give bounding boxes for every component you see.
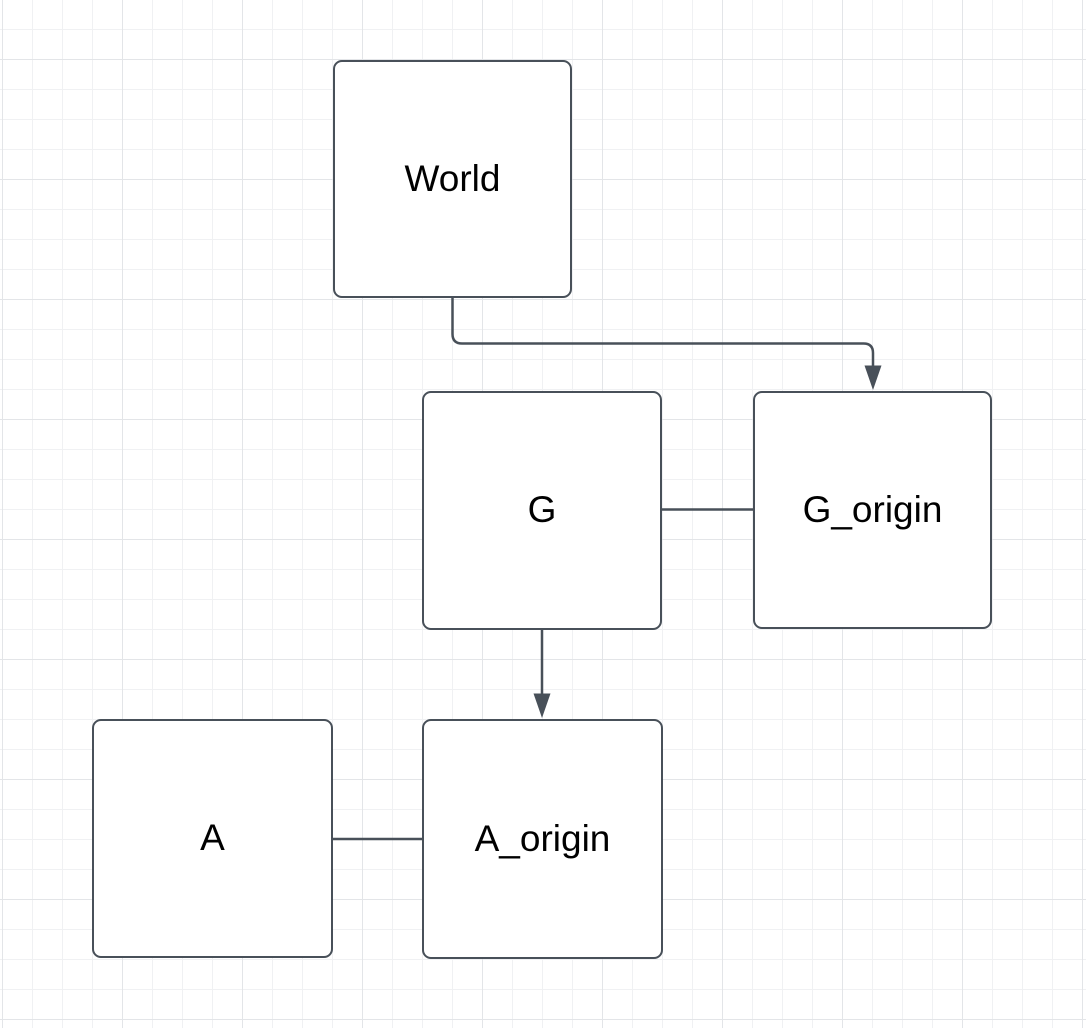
arrowhead-down-icon [864, 365, 882, 390]
node-g-origin[interactable]: G_origin [753, 391, 992, 629]
node-g[interactable]: G [422, 391, 662, 630]
node-g-origin-label: G_origin [802, 488, 943, 530]
node-g-label: G [527, 489, 557, 531]
edge-g-to-a-origin[interactable] [533, 629, 551, 718]
node-world-label: World [404, 157, 501, 199]
edge-world-to-g-origin[interactable] [451, 297, 882, 390]
node-a-origin[interactable]: A_origin [422, 719, 663, 959]
node-a-label: A [200, 817, 225, 859]
arrowhead-down-icon [533, 693, 551, 718]
node-a[interactable]: A [92, 719, 333, 958]
node-a-origin-label: A_origin [474, 817, 611, 859]
node-world[interactable]: World [333, 60, 572, 298]
